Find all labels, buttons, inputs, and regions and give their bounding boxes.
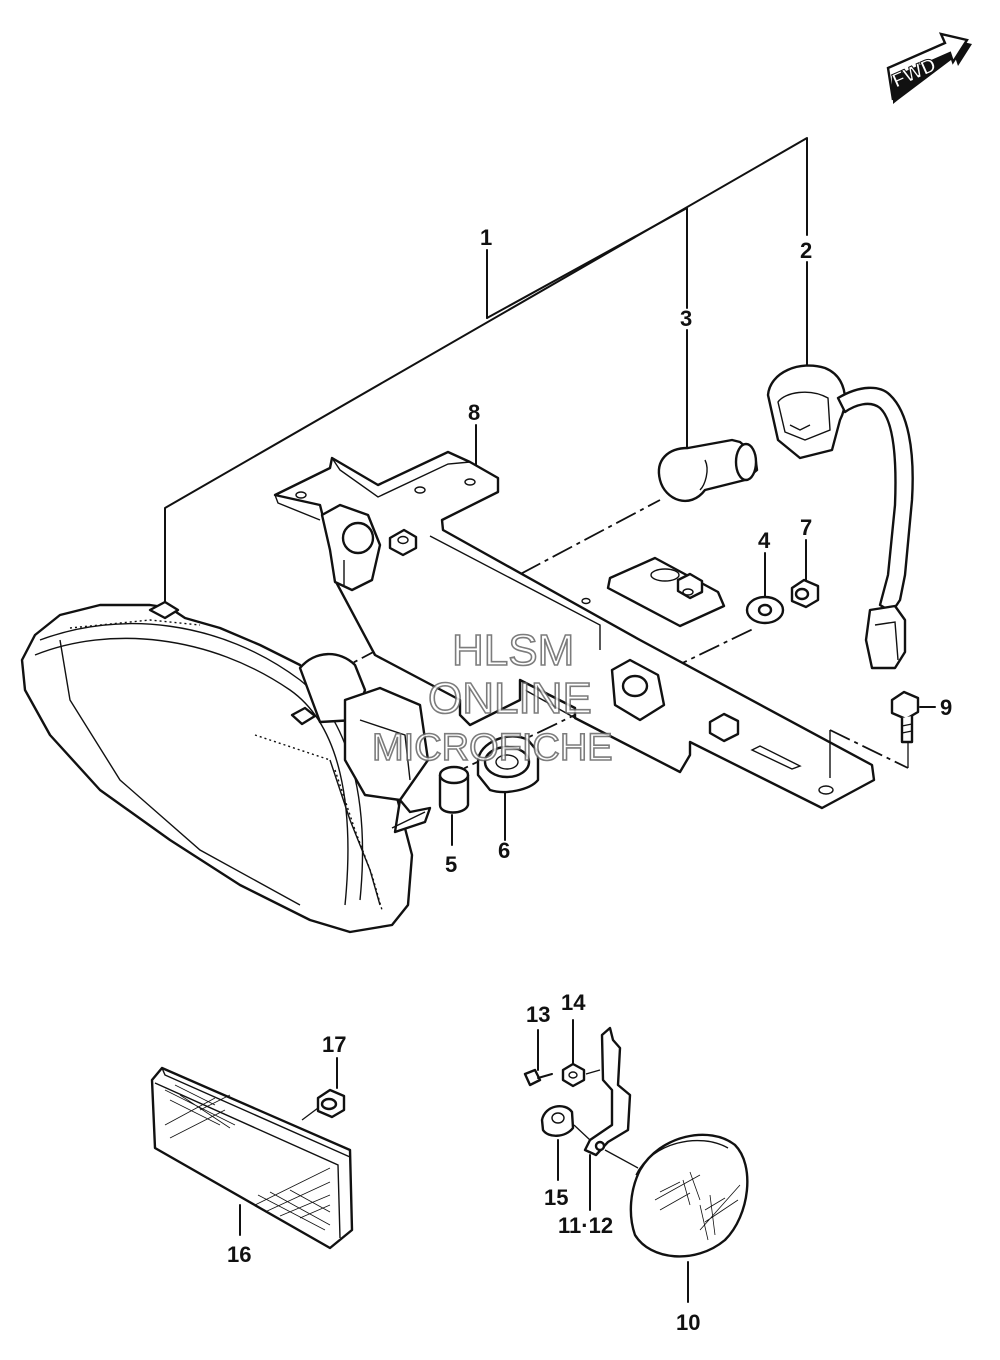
reflector-part-16 <box>150 1066 354 1250</box>
socket-harness-part-2 <box>766 364 914 670</box>
nut-part-17 <box>316 1088 346 1119</box>
watermark-line-2: ONLINE <box>428 674 592 723</box>
watermark-line-3: MICROFICHE <box>372 727 613 769</box>
watermark: HLSM ONLINE MICROFICHE <box>371 625 613 770</box>
callout-8: 8 <box>468 400 480 425</box>
callout-10: 10 <box>676 1310 700 1335</box>
nut-part-7 <box>790 578 820 609</box>
forward-arrow-icon <box>886 32 972 104</box>
bolt-part-9 <box>890 690 920 744</box>
assembly-leader-lines <box>164 137 936 846</box>
collar-part-5 <box>438 765 470 814</box>
fwd-badge: FWD <box>886 32 972 104</box>
callout-16: 16 <box>227 1242 251 1267</box>
callout-13: 13 <box>526 1002 550 1027</box>
mounting-bracket-part-8 <box>273 450 876 810</box>
nut-part-14 <box>561 1019 601 1088</box>
grommet-part-6 <box>476 735 540 794</box>
callout-9: 9 <box>940 695 952 720</box>
callout-2: 2 <box>800 238 812 263</box>
callout-5: 5 <box>445 852 457 877</box>
callout-4: 4 <box>758 528 771 553</box>
round-reflector-part-10 <box>604 1133 749 1303</box>
bulb-part-3 <box>657 438 759 502</box>
watermark-line-1: HLSM <box>452 626 574 675</box>
callout-labels: 1 2 3 8 4 7 9 5 6 13 14 17 15 11·12 16 1… <box>227 225 952 1335</box>
washer-part-4 <box>745 595 785 625</box>
callout-11-12: 11·12 <box>558 1213 613 1238</box>
callout-17: 17 <box>322 1032 346 1057</box>
callout-3: 3 <box>680 306 692 331</box>
callout-15: 15 <box>544 1185 568 1210</box>
tail-lamp-part-1 <box>20 600 432 934</box>
reflector-bracket-part-11-12 <box>583 1026 632 1211</box>
callout-7: 7 <box>800 515 812 540</box>
callout-6: 6 <box>498 838 510 863</box>
callout-1: 1 <box>480 225 492 250</box>
reflector-hatch <box>164 1084 331 1231</box>
screw-part-13 <box>523 1029 553 1087</box>
nut-part-15 <box>540 1104 591 1181</box>
callout-14: 14 <box>561 990 586 1015</box>
